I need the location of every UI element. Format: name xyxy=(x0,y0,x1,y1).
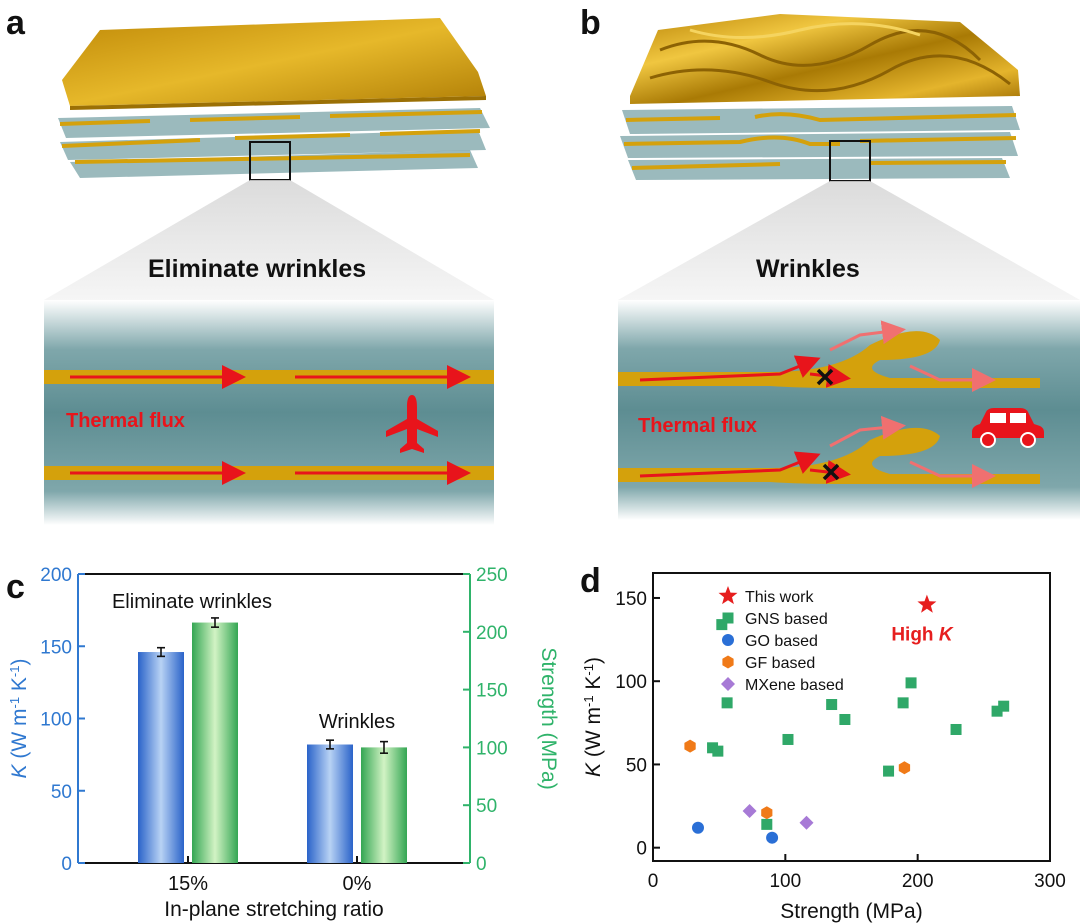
data-point-hexagon xyxy=(684,739,696,753)
bar-k xyxy=(138,652,184,863)
data-point-square xyxy=(716,619,728,631)
data-point-square xyxy=(721,697,733,709)
y-right-axis-label: Strength (MPa) xyxy=(537,647,560,789)
bar-chart: 0 50 100 150 200 0 50 100 150 200 250 K (W m-1 K-1)… xyxy=(7,565,561,921)
legend-label: MXene based xyxy=(745,677,844,694)
legend-label: GNS based xyxy=(745,611,828,628)
data-point-hexagon xyxy=(898,761,911,775)
wrinkled-sheet-lower xyxy=(618,427,1040,484)
y-right-tick-label: 100 xyxy=(476,738,508,759)
panel-letter-c: c xyxy=(6,568,25,606)
x-axis-label: Strength (MPa) xyxy=(780,900,922,923)
x-tick-label: 100 xyxy=(769,871,801,892)
legend-label: GO based xyxy=(745,633,818,650)
x-tick-label: 0% xyxy=(343,873,372,895)
annotation-high-k: High K xyxy=(891,625,954,646)
panel-b-flux-label: Thermal flux xyxy=(638,415,757,437)
x-tick-label: 200 xyxy=(902,871,934,892)
x-axis-label: In-plane stretching ratio xyxy=(164,898,383,921)
data-point-square xyxy=(782,733,794,745)
y-tick-label: 150 xyxy=(615,589,647,610)
data-point-circle xyxy=(691,821,704,834)
data-point-square xyxy=(998,700,1010,712)
panel-letter-b: b xyxy=(580,4,601,42)
annotation-eliminate-wrinkles: Eliminate wrinkles xyxy=(112,591,272,613)
y-right-tick-label: 150 xyxy=(476,681,508,702)
data-point-square xyxy=(897,697,909,709)
panel-letter-a: a xyxy=(6,4,25,42)
panel-b-heading: Wrinkles xyxy=(756,255,860,283)
data-point-hexagon xyxy=(761,806,773,820)
wrinkled-sheet-upper xyxy=(618,331,1040,388)
data-point-square xyxy=(826,699,838,711)
x-tick-label: 300 xyxy=(1034,871,1066,892)
airplane-icon xyxy=(386,395,438,453)
data-point-square xyxy=(991,705,1003,717)
blocked-cross-icon xyxy=(816,368,840,481)
y-right-tick-label: 0 xyxy=(476,854,487,875)
data-point-diamond xyxy=(742,804,757,819)
y-tick-label: 0 xyxy=(636,839,647,860)
legend-marker-diamond xyxy=(721,677,735,691)
bar-strength xyxy=(361,747,407,863)
thermal-flux-arrows-b xyxy=(639,320,996,488)
data-point-square xyxy=(950,723,962,735)
x-tick-label: 15% xyxy=(168,873,208,895)
legend-marker-circle xyxy=(722,634,734,646)
data-point-square xyxy=(712,745,724,757)
y-tick-label: 50 xyxy=(626,755,647,776)
y-right-tick-label: 250 xyxy=(476,565,508,586)
bar-strength xyxy=(192,622,238,863)
panel-a-illustration xyxy=(44,18,494,525)
legend-label: This work xyxy=(745,589,814,606)
y-left-tick-label: 50 xyxy=(51,782,72,803)
legend-marker-square xyxy=(722,612,734,624)
y-left-tick-label: 0 xyxy=(61,854,72,875)
car-icon xyxy=(972,408,1044,448)
panel-letter-d: d xyxy=(580,562,601,600)
annotation-wrinkles: Wrinkles xyxy=(319,711,395,733)
data-point-diamond xyxy=(799,815,814,830)
data-point-square xyxy=(839,713,851,725)
plot-frame xyxy=(652,572,1051,862)
scatter-chart: 0 100 200 300 0 50 100 150 K (W m-1 K-1) Strength… xyxy=(581,572,1066,923)
y-left-tick-label: 150 xyxy=(40,637,72,658)
thermal-flux-arrows-a xyxy=(70,365,471,485)
panel-b-illustration xyxy=(618,14,1080,520)
data-point-square xyxy=(905,677,917,689)
layer-stack-b xyxy=(620,14,1020,180)
panel-a-heading: Eliminate wrinkles xyxy=(148,255,367,283)
y-left-axis-label: K (W m-1 K-1) xyxy=(7,659,32,779)
bar-k xyxy=(307,744,353,863)
legend-marker-hexagon xyxy=(722,655,734,669)
x-tick-label: 0 xyxy=(648,871,659,892)
data-point-star xyxy=(917,594,937,613)
data-point-square xyxy=(883,765,895,777)
layer-stack-a xyxy=(58,18,490,178)
y-tick-label: 100 xyxy=(615,672,647,693)
data-point-square xyxy=(761,818,773,830)
y-left-tick-label: 100 xyxy=(40,710,72,731)
y-right-tick-label: 50 xyxy=(476,796,497,817)
panel-a-flux-label: Thermal flux xyxy=(66,410,185,432)
data-point-circle xyxy=(766,831,779,844)
legend-marker-star xyxy=(718,586,738,605)
y-left-tick-label: 200 xyxy=(40,565,72,586)
y-right-tick-label: 200 xyxy=(476,623,508,644)
y-axis-label: K (W m-1 K-1) xyxy=(581,657,606,777)
legend-label: GF based xyxy=(745,655,815,672)
